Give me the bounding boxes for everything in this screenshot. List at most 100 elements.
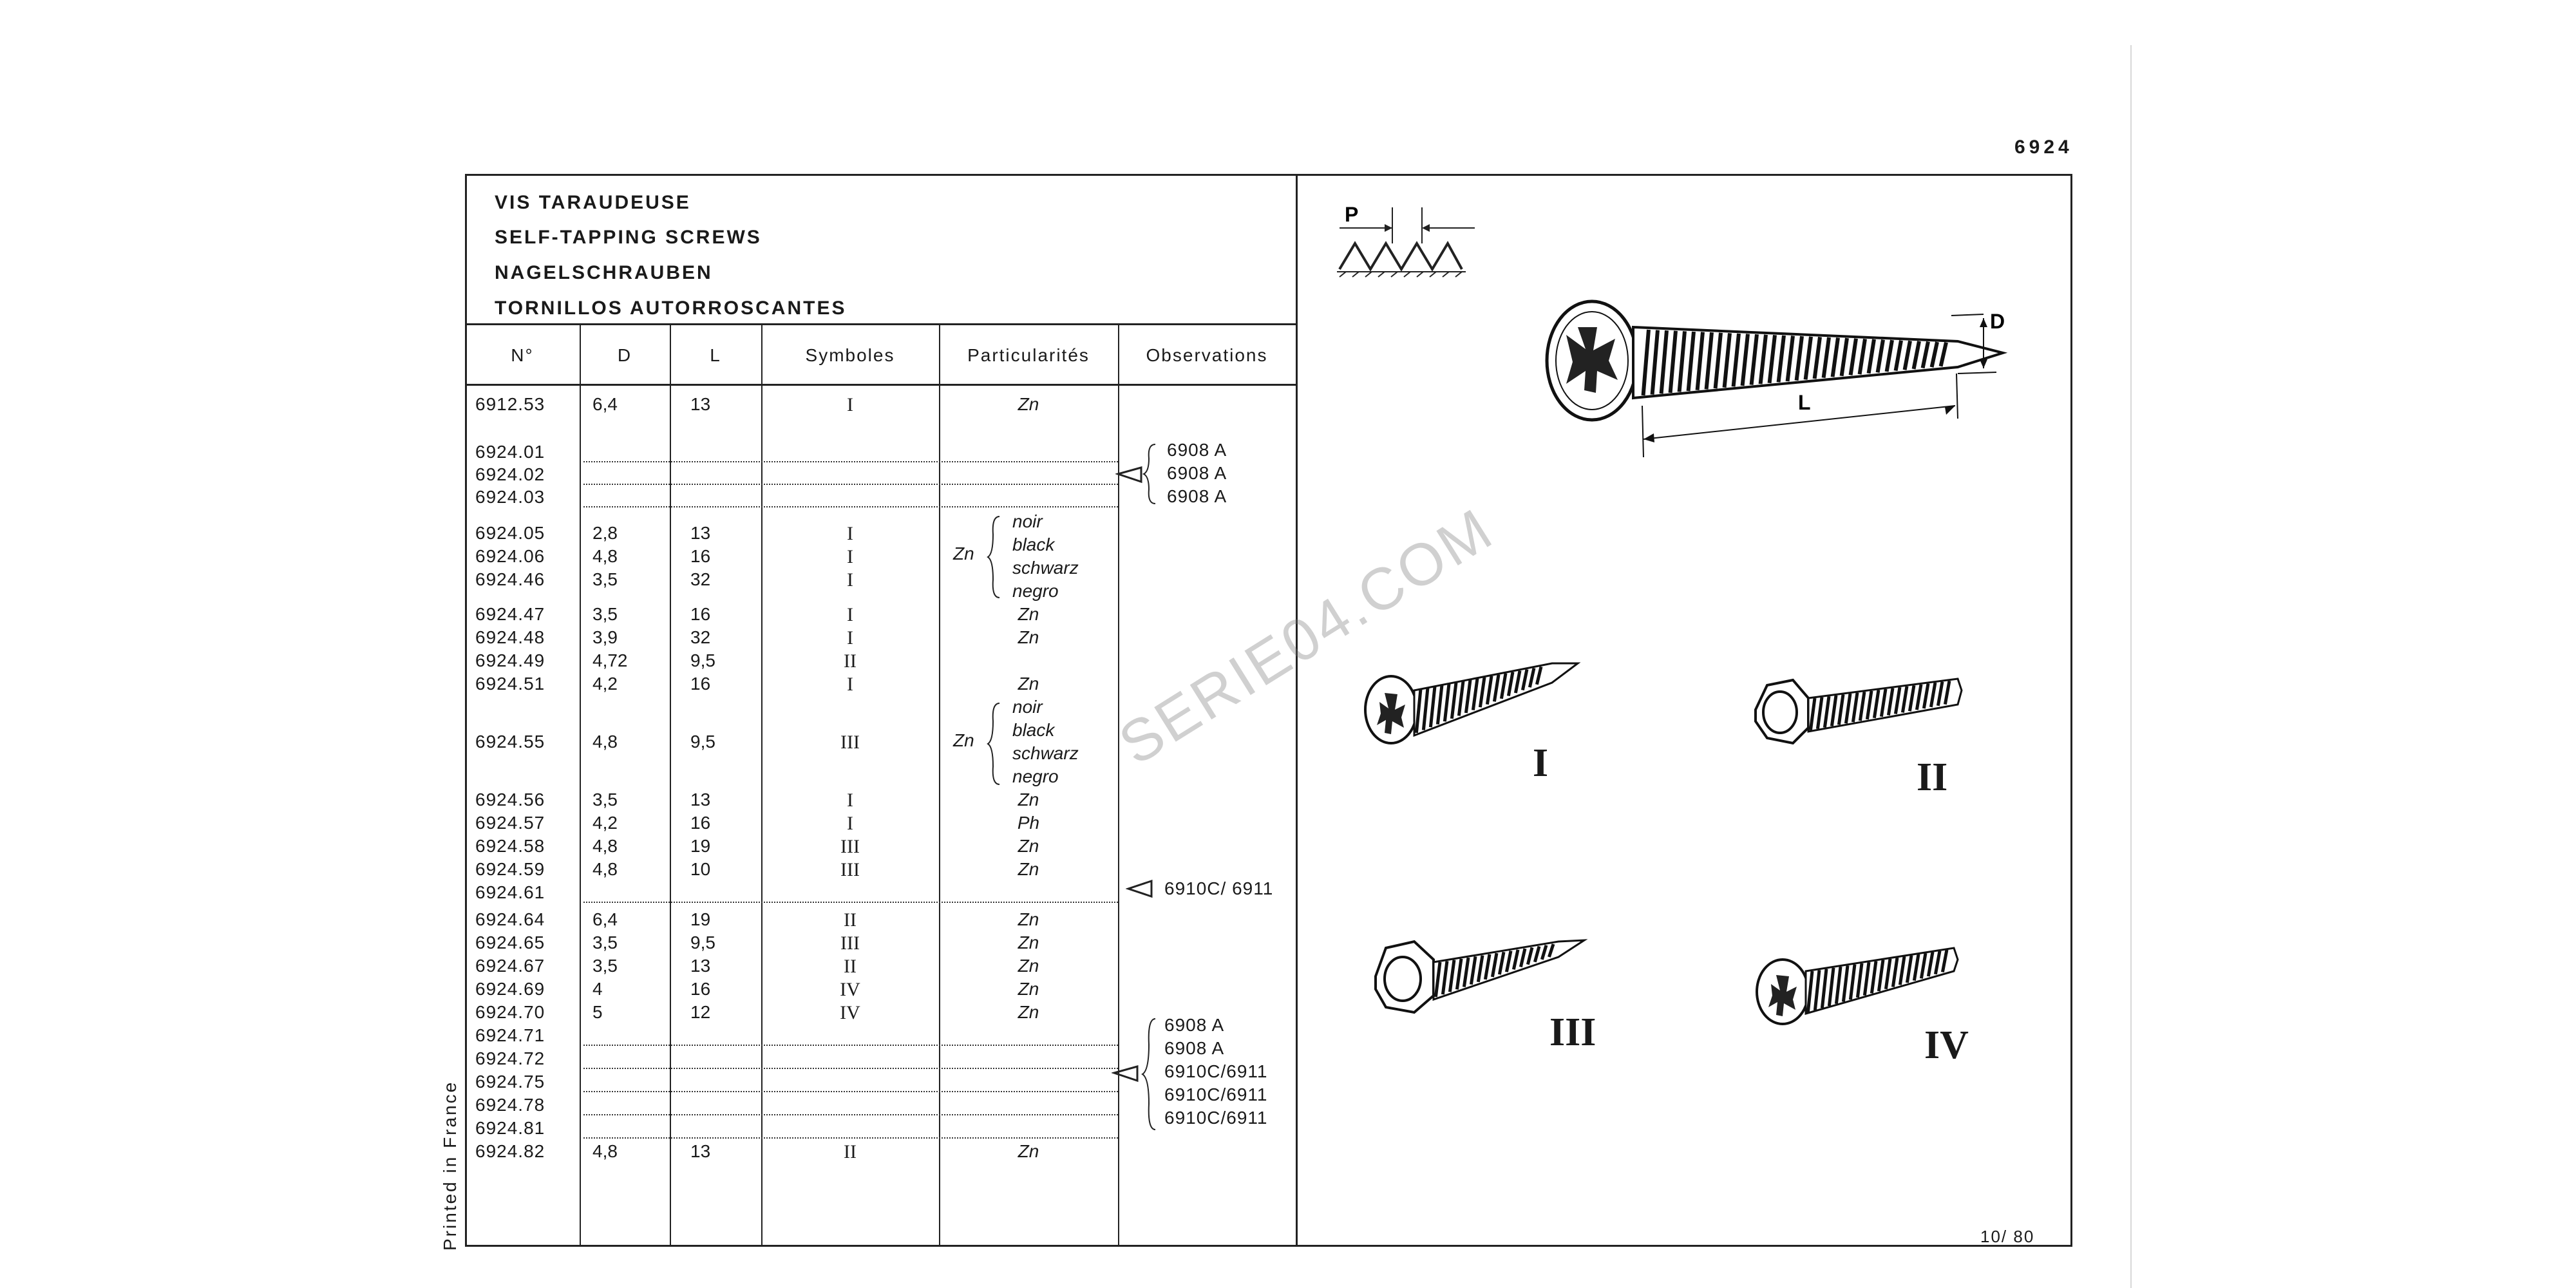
- header-l: L: [710, 345, 721, 365]
- row-symbol: I: [847, 674, 853, 695]
- header-observations: Observations: [1146, 345, 1268, 365]
- obs-ref: 6908 A: [1164, 1038, 1225, 1058]
- row-symbol: I: [847, 813, 853, 834]
- dimensioned-screw-drawing: L D: [1545, 299, 2008, 458]
- finish-list: noir black schwarz negro: [1012, 510, 1079, 603]
- row-length: 13: [690, 1141, 711, 1161]
- row-number: 6924.02: [475, 464, 545, 484]
- row-particularity: Zn: [1018, 604, 1039, 624]
- row-number: 6924.47: [475, 604, 545, 624]
- row-particularity: Zn: [1018, 909, 1039, 929]
- row-particularity: Zn: [1018, 394, 1039, 414]
- row-particularity: Zn: [1018, 790, 1039, 810]
- row-diameter: 3,5: [592, 569, 618, 589]
- dotted-leader: [583, 461, 1118, 462]
- row-number: 6924.03: [475, 487, 545, 507]
- row-symbol: III: [840, 933, 860, 954]
- brace-icon: [987, 516, 1000, 598]
- row-particularity: Zn: [1018, 674, 1039, 694]
- screw-type-i-drawing: [1364, 662, 1581, 744]
- row-length: 16: [690, 813, 711, 833]
- row-number: 6924.72: [475, 1048, 545, 1068]
- row-number: 6924.48: [475, 627, 545, 647]
- header-symboles: Symboles: [805, 345, 895, 365]
- row-particularity: Zn: [1018, 1002, 1039, 1022]
- row-number: 6924.75: [475, 1072, 545, 1092]
- row-number: 6924.78: [475, 1095, 545, 1115]
- row-number: 6924.58: [475, 836, 545, 856]
- pitch-label: P: [1345, 203, 1358, 226]
- row-diameter: 4: [592, 979, 603, 999]
- row-symbol: I: [847, 523, 853, 544]
- row-particularity: Zn: [1018, 859, 1039, 879]
- row-number: 6924.59: [475, 859, 545, 879]
- row-symbol: IV: [840, 1002, 860, 1023]
- row-symbol: III: [840, 732, 860, 753]
- row-diameter: 4,8: [592, 1141, 618, 1161]
- row-length: 9,5: [690, 650, 715, 670]
- obs-ref: 6908 A: [1167, 486, 1227, 506]
- row-length: 19: [690, 836, 711, 856]
- title-separator: [465, 323, 1296, 325]
- title-es: TORNILLOS AUTORROSCANTES: [495, 298, 847, 319]
- row-symbol: I: [847, 790, 853, 811]
- row-number: 6924.55: [475, 732, 545, 752]
- row-particularity: Zn: [1018, 836, 1039, 856]
- type-iii-label: III: [1549, 1010, 1596, 1054]
- row-length: 16: [690, 979, 711, 999]
- row-number: 6924.06: [475, 546, 545, 566]
- header-d: D: [617, 345, 632, 365]
- col-line: [580, 323, 581, 1247]
- finish-prefix: Zn: [953, 730, 974, 750]
- dotted-leader: [583, 1137, 1118, 1139]
- observations-group-b: 6908 A 6908 A 6910C/6911 6910C/6911 6910…: [1164, 1014, 1268, 1130]
- row-length: 13: [690, 956, 711, 976]
- obs-ref: 6908 A: [1167, 440, 1227, 460]
- finish-negro: negro: [1012, 766, 1059, 786]
- row-number: 6924.67: [475, 956, 545, 976]
- diameter-label: D: [1990, 310, 2005, 333]
- row-symbol: II: [844, 956, 857, 977]
- row-symbol: I: [847, 394, 853, 415]
- row-length: 13: [690, 523, 711, 543]
- row-number: 6924.51: [475, 674, 545, 694]
- header-particularites: Particularités: [967, 345, 1090, 365]
- header-separator: [465, 384, 1296, 386]
- row-diameter: 4,8: [592, 546, 618, 566]
- dotted-leader: [583, 484, 1118, 485]
- length-label: L: [1798, 391, 1811, 414]
- row-number: 6924.64: [475, 909, 545, 929]
- finish-noir: noir: [1012, 697, 1043, 717]
- finish-negro: negro: [1012, 581, 1059, 601]
- row-diameter: 5: [592, 1002, 603, 1022]
- row-length: 9,5: [690, 933, 715, 952]
- row-symbol: I: [847, 627, 853, 649]
- row-length: 16: [690, 546, 711, 566]
- row-symbol: II: [844, 1141, 857, 1162]
- finish-noir: noir: [1012, 511, 1043, 531]
- finish-black: black: [1012, 720, 1055, 740]
- col-line: [670, 323, 671, 1247]
- observations-group-a: 6908 A 6908 A 6908 A: [1167, 439, 1227, 508]
- reference-arrow-icon: [1112, 1018, 1156, 1130]
- row-symbol: I: [847, 604, 853, 625]
- page-number: 6924: [2014, 137, 2073, 158]
- row-symbol: IV: [840, 979, 860, 1000]
- row-length: 32: [690, 627, 711, 647]
- folio: 10/ 80: [1980, 1227, 2035, 1246]
- screw-type-ii-drawing: [1754, 677, 1963, 745]
- dotted-leader: [583, 1045, 1118, 1046]
- row-particularity: Zn: [1018, 979, 1039, 999]
- row-number: 6924.71: [475, 1025, 545, 1045]
- row-number: 6924.82: [475, 1141, 545, 1161]
- obs-ref: 6910C/6911: [1164, 1108, 1268, 1128]
- row-number: 6924.57: [475, 813, 545, 833]
- row-particularity: Zn: [1018, 956, 1039, 976]
- row-number: 6924.65: [475, 933, 545, 952]
- row-length: 12: [690, 1002, 711, 1022]
- row-particularity: Zn: [1018, 933, 1039, 952]
- table-right-border: [1296, 174, 1298, 1247]
- row-diameter: 4,8: [592, 732, 618, 752]
- dotted-leader: [583, 902, 1118, 903]
- col-line: [1118, 323, 1119, 1247]
